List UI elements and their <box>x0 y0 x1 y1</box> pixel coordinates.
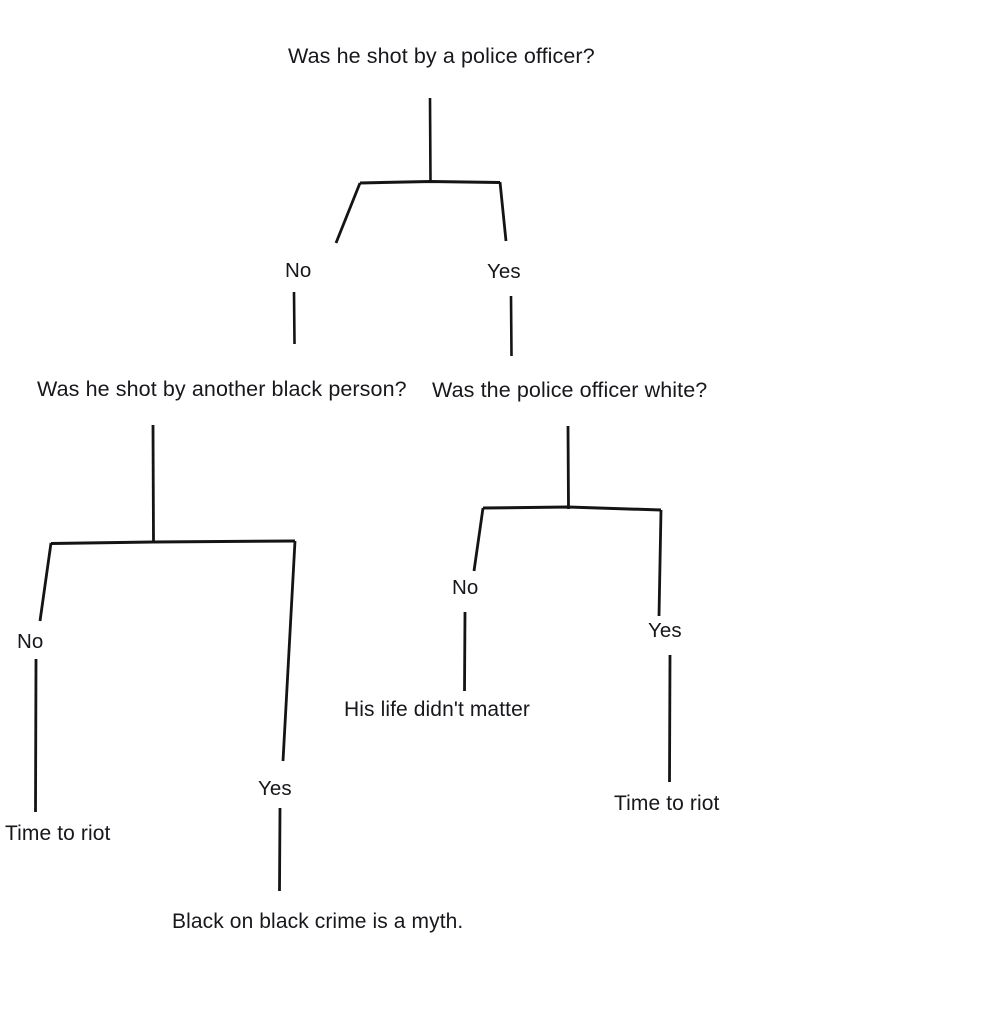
connector-right-no-arm <box>472 507 485 572</box>
connector-left-no-arm <box>38 542 53 622</box>
outcome-left-no: Time to riot <box>5 822 111 845</box>
right-branch-label-yes: Yes <box>648 619 682 642</box>
connector-left-yes-stem <box>278 807 282 892</box>
connector-right-question-stem <box>566 425 570 510</box>
connector-right-yes-arm <box>657 509 663 617</box>
left-question-node: Was he shot by another black person? <box>37 377 407 401</box>
connector-root-stem <box>428 97 432 184</box>
root-branch-label-no: No <box>285 259 312 282</box>
connector-root-yes-stem <box>509 295 513 357</box>
connector-root-no-stem <box>292 291 296 345</box>
connector-left-question-stem <box>151 424 155 544</box>
outcome-right-yes: Time to riot <box>614 792 720 815</box>
connector-left-yes-arm <box>281 540 297 762</box>
connector-root-right-diagonal <box>498 181 508 242</box>
outcome-right-no: His life didn't matter <box>344 698 530 721</box>
left-branch-label-yes: Yes <box>258 777 292 800</box>
right-question-node: Was the police officer white? <box>432 378 708 402</box>
connector-right-no-stem <box>463 611 467 692</box>
connector-right-bar <box>482 505 662 512</box>
connector-root-bar <box>359 179 501 185</box>
root-branch-label-yes: Yes <box>487 260 521 283</box>
connector-left-no-stem <box>34 658 38 813</box>
left-branch-label-no: No <box>17 630 44 653</box>
right-branch-label-no: No <box>452 576 479 599</box>
connector-right-yes-stem <box>668 654 672 783</box>
connector-left-bar <box>50 539 296 545</box>
outcome-left-yes: Black on black crime is a myth. <box>172 910 464 933</box>
root-question-node: Was he shot by a police officer? <box>288 44 595 68</box>
connector-root-left-diagonal <box>334 182 362 244</box>
